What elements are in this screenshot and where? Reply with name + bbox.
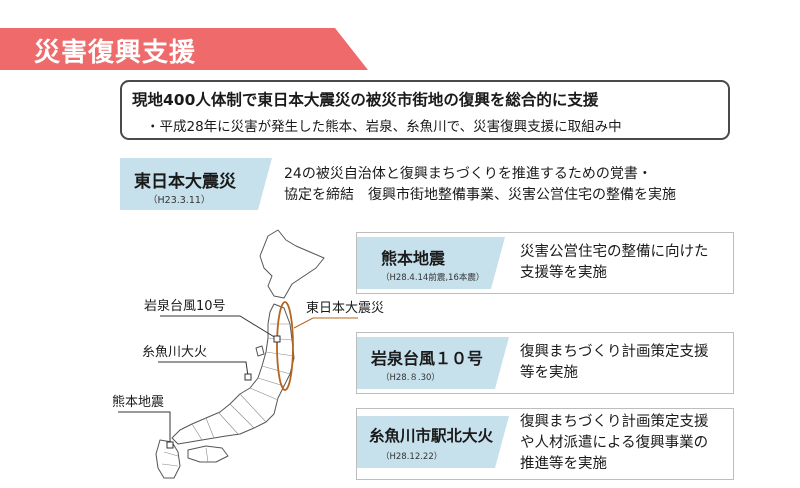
- map-label-iwaizumi: 岩泉台風10号: [144, 299, 226, 314]
- event-desc-line: や人材派遣による復興事業の: [520, 435, 709, 451]
- event-date-higashi: （H23.3.11）: [148, 195, 211, 206]
- marker-iwaizumi: [273, 335, 281, 343]
- section-banner: 災害復興支援: [0, 28, 368, 70]
- event-desc-line: 推進等を実施: [520, 456, 607, 472]
- event-desc-line: 復興まちづくり計画策定支援: [520, 344, 709, 360]
- summary-headline: 現地400人体制で東日本大震災の被災市街地の復興を総合的に支援: [132, 91, 599, 109]
- map-label-itoigawa: 糸魚川大火: [142, 345, 208, 360]
- map-label-kumamoto: 熊本地震: [112, 395, 165, 410]
- japan-map-graphic: [118, 229, 408, 479]
- map-label-higashi: 東日本大震災: [306, 301, 385, 316]
- shikoku-shape: [187, 445, 229, 463]
- event-date-iwaizumi: （H28.８.30）: [381, 373, 440, 383]
- event-name-kumamoto: 熊本地震: [381, 249, 446, 268]
- event-desc-line: 24の被災自治体と復興まちづくりを推進するための覚書・: [284, 166, 652, 182]
- event-desc-line: 等を実施: [520, 365, 578, 381]
- hokkaido-shape: [259, 229, 325, 299]
- event-date-itoigawa: （H28.12.22）: [381, 452, 443, 462]
- leader-itoigawa: [158, 361, 249, 377]
- event-desc-kumamoto: 災害公営住宅の整備に向けた 支援等を実施: [520, 242, 709, 284]
- event-tag-kumamoto: 熊本地震 （H28.4.14前震,16本震）: [357, 237, 505, 289]
- summary-subtext: ・平成28年に災害が発生した熊本、岩泉、糸魚川で、災害復興支援に取組み中: [146, 119, 622, 135]
- event-desc-line: 協定を締結 復興市街地整備事業、災害公営住宅の整備を実施: [284, 187, 676, 203]
- event-desc-iwaizumi: 復興まちづくり計画策定支援 等を実施: [520, 342, 709, 384]
- sado-shape: [255, 345, 265, 357]
- event-tag-iwaizumi: 岩泉台風１０号 （H28.８.30）: [357, 337, 509, 389]
- tohoku-highlight: [276, 301, 294, 391]
- event-desc-itoigawa: 復興まちづくり計画策定支援 や人材派遣による復興事業の 推進等を実施: [520, 412, 709, 475]
- event-desc-line: 支援等を実施: [520, 265, 607, 281]
- marker-kumamoto: [166, 441, 174, 449]
- event-desc-line: 災害公営住宅の整備に向けた: [520, 244, 709, 260]
- summary-box: 現地400人体制で東日本大震災の被災市街地の復興を総合的に支援 ・平成28年に災…: [120, 80, 730, 140]
- japan-map: 岩泉台風10号 東日本大震災 糸魚川大火 熊本地震: [112, 228, 408, 484]
- event-name-higashi: 東日本大震災: [134, 172, 236, 192]
- honshu-shape: [171, 303, 295, 445]
- leader-kumamoto: [118, 411, 171, 444]
- kyushu-shape: [155, 439, 181, 479]
- leader-iwaizumi: [160, 315, 277, 339]
- event-tag-itoigawa: 糸魚川市駅北大火 （H28.12.22）: [357, 416, 509, 468]
- event-desc-higashi: 24の被災自治体と復興まちづくりを推進するための覚書・ 協定を締結 復興市街地整…: [284, 164, 676, 206]
- event-date-kumamoto: （H28.4.14前震,16本震）: [381, 273, 485, 283]
- event-name-iwaizumi: 岩泉台風１０号: [371, 349, 484, 368]
- section-title: 災害復興支援: [34, 38, 197, 68]
- event-name-itoigawa: 糸魚川市駅北大火: [369, 427, 494, 445]
- leader-higashi: [293, 317, 408, 329]
- event-tag-higashi: 東日本大震災 （H23.3.11）: [120, 158, 272, 210]
- marker-itoigawa: [244, 373, 252, 381]
- event-desc-line: 復興まちづくり計画策定支援: [520, 414, 709, 430]
